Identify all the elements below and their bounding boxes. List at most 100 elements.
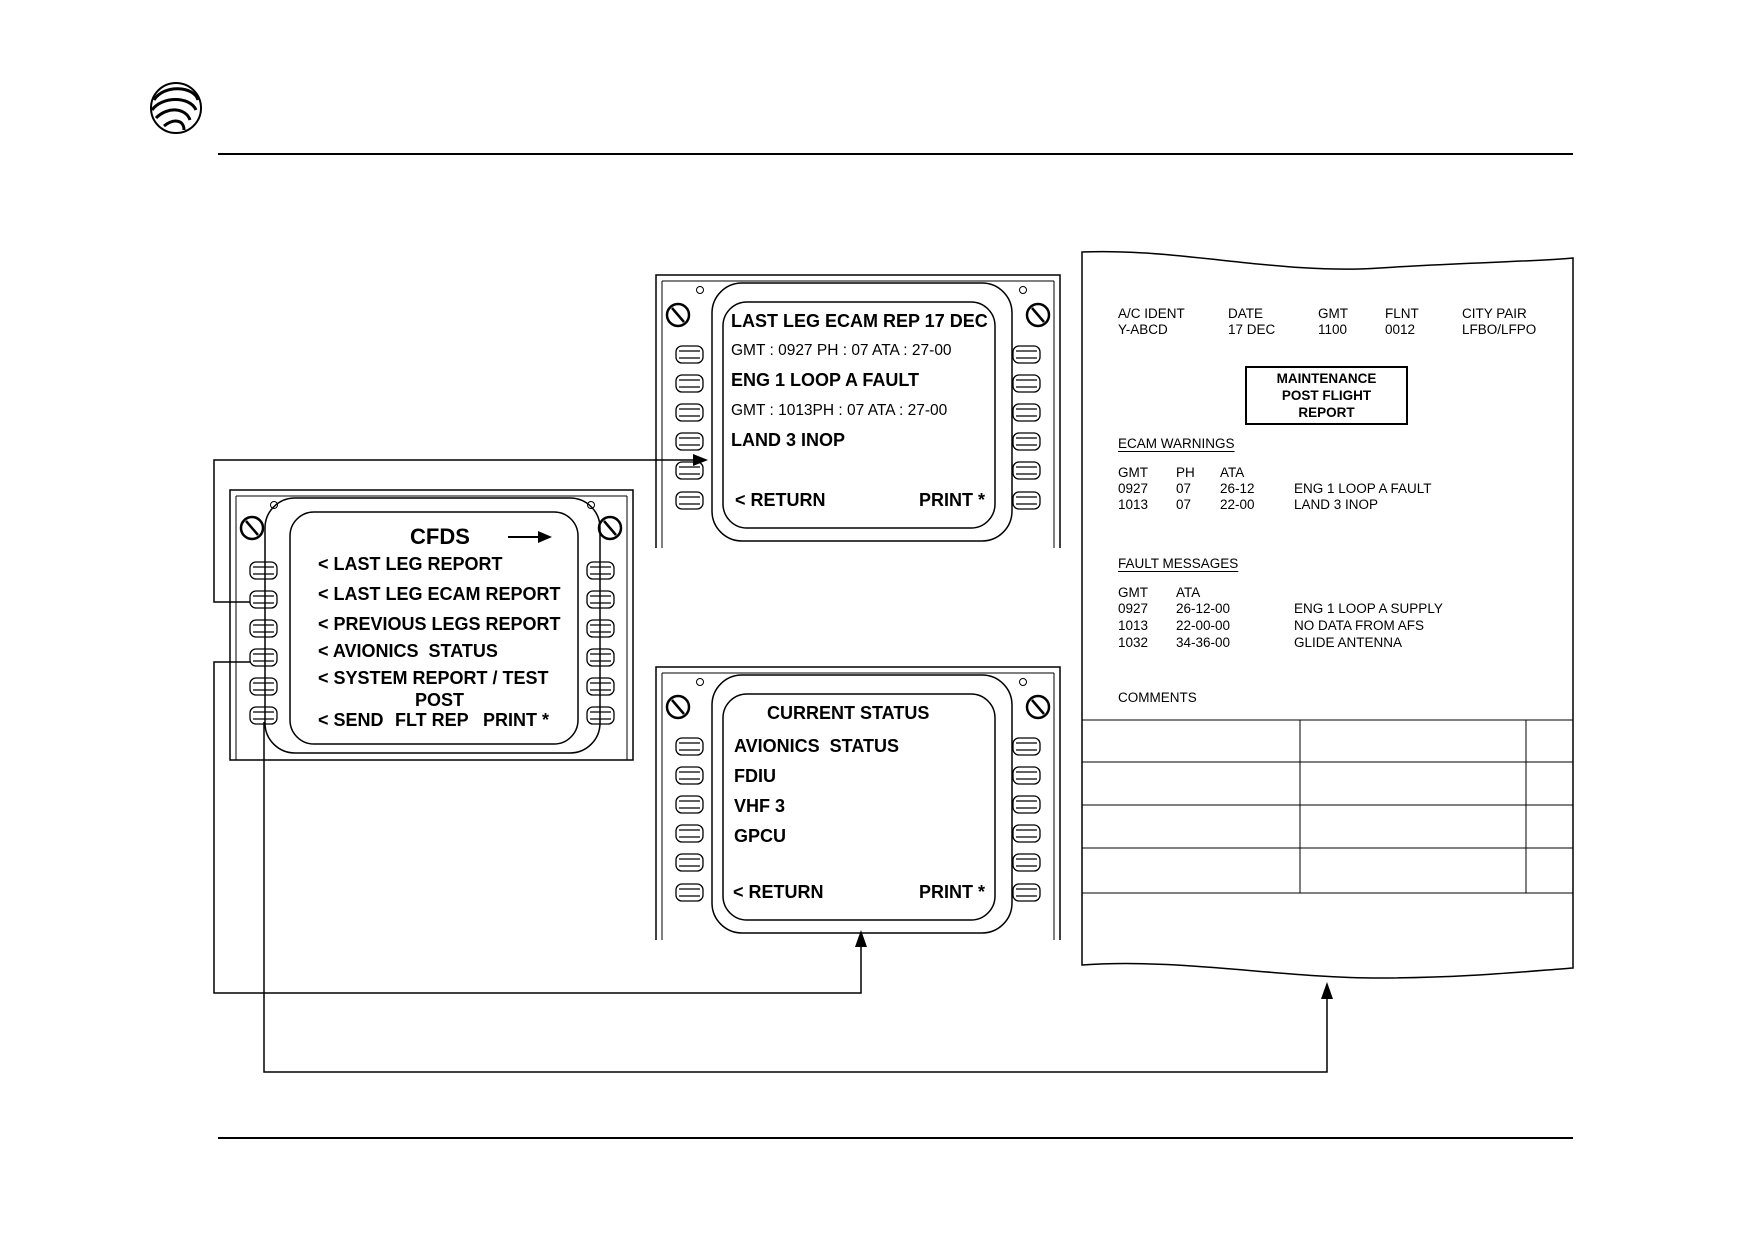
arrowhead-status [855, 930, 867, 947]
line-select-key [1012, 795, 1041, 814]
ecam-line-3: GMT : 1013PH : 07 ATA : 27-00 [731, 402, 948, 419]
line-select-key [675, 824, 704, 843]
line-select-key [675, 766, 704, 785]
fault-row-gmt: 0927 [1118, 601, 1149, 616]
line-select-key [1012, 853, 1041, 872]
ecam-return-button[interactable]: < RETURN [735, 490, 826, 510]
line-select-key [1012, 491, 1041, 510]
screw-icon [1025, 302, 1051, 328]
cfds-avionics-status[interactable]: < AVIONICS STATUS [318, 641, 498, 661]
screw-icon [665, 694, 691, 720]
ecam-warnings-heading: ECAM WARNINGS [1118, 436, 1235, 451]
report-title-box: MAINTENANCE POST FLIGHT REPORT [1245, 366, 1408, 425]
cfds-print-button[interactable]: PRINT * [483, 710, 550, 730]
report-paper [1081, 250, 1574, 979]
line-select-key [1012, 403, 1041, 422]
fault-row-gmt: 1013 [1118, 618, 1149, 633]
line-select-key [675, 432, 704, 451]
line-select-key [675, 403, 704, 422]
fault-row-msg: NO DATA FROM AFS [1294, 618, 1425, 633]
status-line-avionics: AVIONICS STATUS [734, 736, 900, 756]
ecam-print-button[interactable]: PRINT * [919, 490, 986, 510]
line-select-key [249, 706, 278, 725]
cfds-title: CFDS [410, 524, 470, 549]
fault-col-gmt: GMT [1118, 585, 1148, 600]
screw-icon [1025, 694, 1051, 720]
line-select-key [586, 648, 615, 667]
cfds-send-button[interactable]: < SEND [318, 710, 384, 730]
fault-col-ata: ATA [1176, 585, 1201, 600]
report-header-label-citypair: CITY PAIR [1462, 306, 1527, 321]
report-header-value-gmt: 1100 [1318, 322, 1348, 337]
cfds-last-leg-ecam-report[interactable]: < LAST LEG ECAM REPORT [318, 584, 561, 604]
fault-row-ata: 34-36-00 [1176, 635, 1231, 650]
report-header-label-acident: A/C IDENT [1118, 306, 1185, 321]
ecam-row-gmt: 0927 [1118, 481, 1149, 496]
ecam-row-ph: 07 [1176, 497, 1192, 512]
ecam-row-msg: LAND 3 INOP [1294, 497, 1379, 512]
fault-row-gmt: 1032 [1118, 635, 1149, 650]
connector-status [213, 661, 862, 994]
line-select-key [675, 461, 704, 480]
ecam-col-ata: ATA [1220, 465, 1245, 480]
report-header-value-acident: Y-ABCD [1118, 322, 1168, 337]
line-select-key [586, 590, 615, 609]
right-arrow-icon [508, 531, 552, 543]
ecam-row-ata: 26-12 [1220, 481, 1255, 496]
line-select-key [675, 883, 704, 902]
status-title: CURRENT STATUS [767, 703, 930, 723]
report-header-value-flnt: 0012 [1385, 322, 1416, 337]
connector-ecam [213, 459, 695, 603]
cfds-previous-legs-report[interactable]: < PREVIOUS LEGS REPORT [318, 614, 561, 634]
line-select-key [1012, 374, 1041, 393]
ecam-line-2: ENG 1 LOOP A FAULT [731, 370, 920, 390]
line-select-key [586, 619, 615, 638]
report-header-label-gmt: GMT [1318, 306, 1348, 321]
report-header-label-flnt: FLNT [1385, 306, 1419, 321]
line-select-key [249, 561, 278, 580]
ecam-row-gmt: 1013 [1118, 497, 1149, 512]
mcdu-ecam-lsk-left [675, 345, 704, 510]
ecam-title: LAST LEG ECAM REP 17 DEC [731, 311, 988, 331]
report-header-value-citypair: LFBO/LFPO [1462, 322, 1537, 337]
mcdu-ecam-frame [655, 274, 1061, 548]
fault-messages-heading: FAULT MESSAGES [1118, 556, 1239, 571]
ecam-line-1: GMT : 0927 PH : 07 ATA : 27-00 [731, 342, 952, 359]
line-select-key [1012, 461, 1041, 480]
screw-icon [665, 302, 691, 328]
line-select-key [1012, 883, 1041, 902]
mcdu-ecam-lsk-right [1012, 345, 1041, 510]
line-select-key [249, 619, 278, 638]
line-select-key [249, 648, 278, 667]
swirl-logo-icon [150, 82, 202, 134]
cfds-flt-rep-label: FLT REP [395, 710, 469, 730]
fault-row-ata: 22-00-00 [1176, 618, 1231, 633]
cfds-post-label: POST [415, 690, 465, 710]
line-select-key [675, 374, 704, 393]
status-line-vhf3: VHF 3 [734, 796, 786, 816]
cfds-system-report-test[interactable]: < SYSTEM REPORT / TEST [318, 668, 549, 688]
ecam-col-gmt: GMT [1118, 465, 1148, 480]
fault-row-msg: ENG 1 LOOP A SUPPLY [1294, 601, 1443, 616]
report-title-line2: POST FLIGHT REPORT [1281, 388, 1372, 420]
ecam-row-ata: 22-00 [1220, 497, 1255, 512]
connector-print [263, 722, 1328, 1073]
screw-icon [239, 515, 265, 541]
line-select-key [675, 737, 704, 756]
ecam-line-4: LAND 3 INOP [731, 430, 846, 450]
status-print-button[interactable]: PRINT * [919, 882, 986, 902]
status-return-button[interactable]: < RETURN [733, 882, 824, 902]
cfds-last-leg-report[interactable]: < LAST LEG REPORT [318, 554, 503, 574]
ecam-row-ph: 07 [1176, 481, 1192, 496]
arrowhead-print [1321, 982, 1333, 999]
line-select-key [675, 345, 704, 364]
line-select-key [249, 677, 278, 696]
arrowhead-ecam [693, 454, 708, 466]
line-select-key [586, 561, 615, 580]
report-header-value-date: 17 DEC [1228, 322, 1276, 337]
report-title-line1: MAINTENANCE [1276, 371, 1377, 386]
line-select-key [675, 491, 704, 510]
fault-row-ata: 26-12-00 [1176, 601, 1231, 616]
mcdu-status-lsk-right [1012, 737, 1041, 902]
